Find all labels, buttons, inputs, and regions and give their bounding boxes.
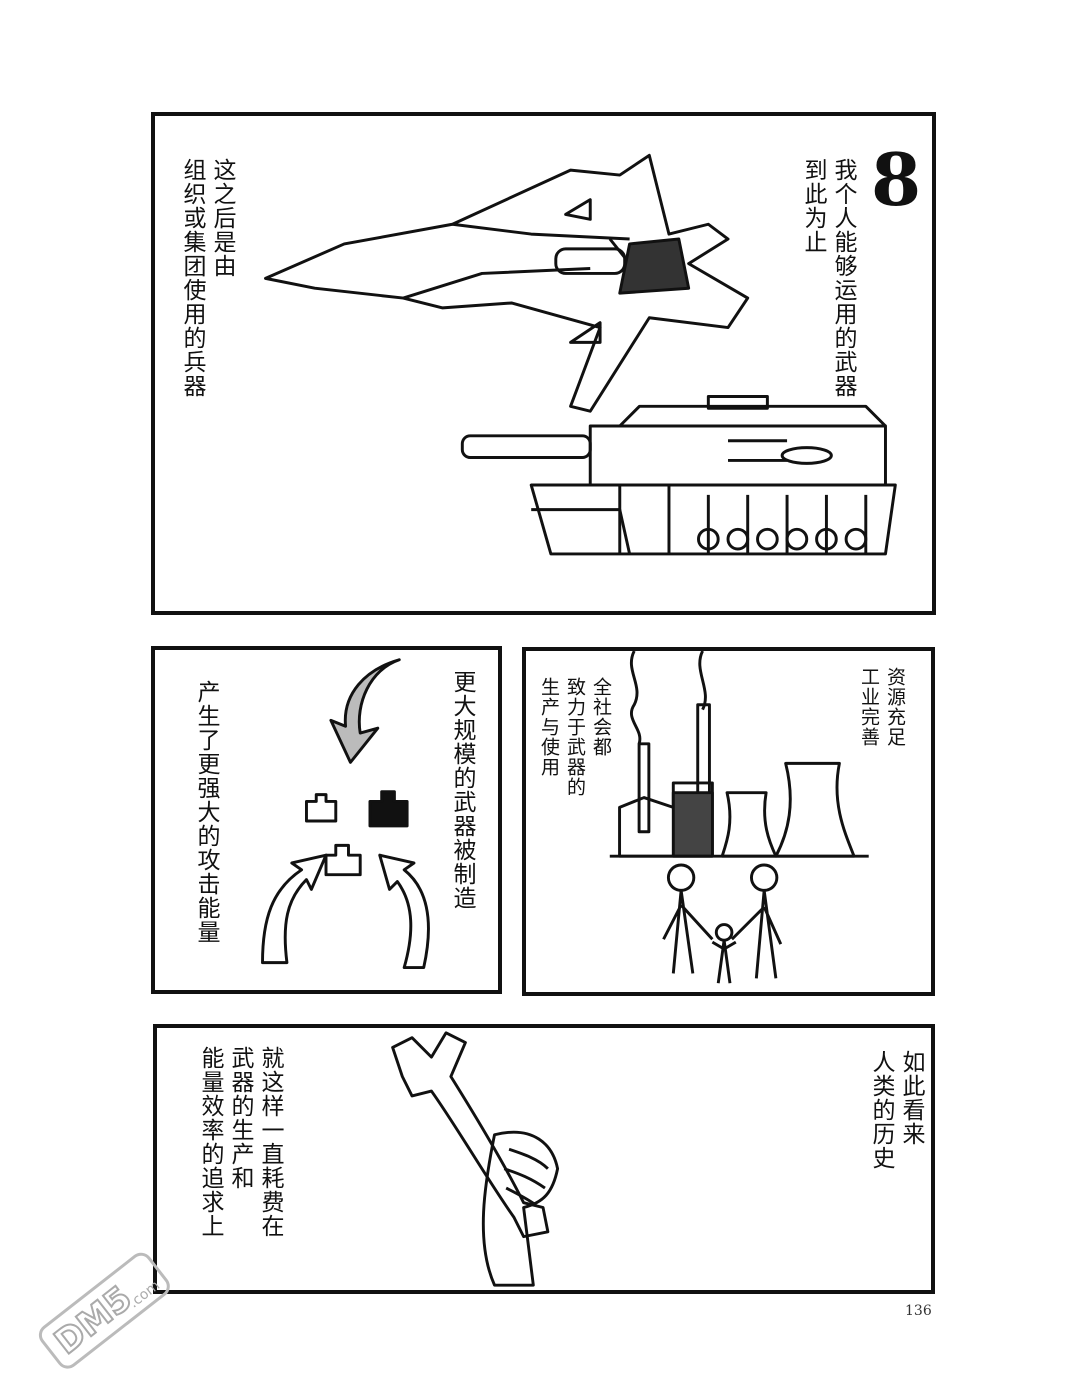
panel-jet-tank: 8 我个人能够运用的武器 到此为止 这之后是由 组织或集团使用的兵器: [151, 112, 936, 615]
watermark-logo: DM5 .com: [18, 1248, 188, 1378]
caption-right: 资源充足 工业完善: [858, 667, 906, 747]
block-white-bottom: [324, 843, 362, 877]
chapter-number: 8: [871, 137, 922, 222]
hand-bone-illustration: [391, 1031, 560, 1287]
block-black: [368, 790, 409, 828]
caption-right: 如此看来 人类的历史: [868, 1050, 924, 1170]
caption-left: 全社会都 致力于武器的 生产与使用: [538, 677, 612, 797]
svg-text:.com: .com: [126, 1278, 163, 1312]
caption-left: 就这样一直耗费在 武器的生产和 能量效率的追求上: [197, 1046, 283, 1238]
bone: [391, 1031, 550, 1239]
caption-left: 产生了更强大的攻击能量: [193, 680, 219, 944]
arrow-bottom-right: [378, 853, 430, 969]
industry-illustration: [609, 651, 869, 984]
panel-bone: 如此看来 人类的历史 就这样一直耗费在 武器的生产和 能量效率的追求上: [153, 1024, 935, 1294]
panel-industry: 资源充足 工业完善 全社会都 致力于武器的 生产与使用: [522, 647, 935, 996]
block-white-left: [305, 793, 338, 823]
arrow-bottom-left: [261, 853, 328, 965]
battle-tank: [460, 394, 897, 556]
arrow-top: [329, 658, 401, 764]
dm5-logo-icon: DM5 .com: [38, 1252, 170, 1369]
page-number: 136: [905, 1303, 932, 1319]
caption-right: 我个人能够运用的武器 到此为止: [800, 158, 856, 398]
jet-and-tank-illustration: [264, 153, 897, 556]
hand: [481, 1130, 560, 1287]
cooling-tower-right: [774, 761, 856, 858]
caption-right: 更大规模的武器被制造: [449, 670, 475, 910]
panel-arrows: 更大规模的武器被制造 产生了更强大的攻击能量: [151, 646, 502, 994]
cooling-tower-left: [720, 791, 778, 858]
caption-left: 这之后是由 组织或集团使用的兵器: [179, 158, 235, 398]
fighter-jet: [264, 153, 750, 413]
arrows-illustration: [261, 658, 430, 969]
family-figures: [662, 863, 783, 984]
